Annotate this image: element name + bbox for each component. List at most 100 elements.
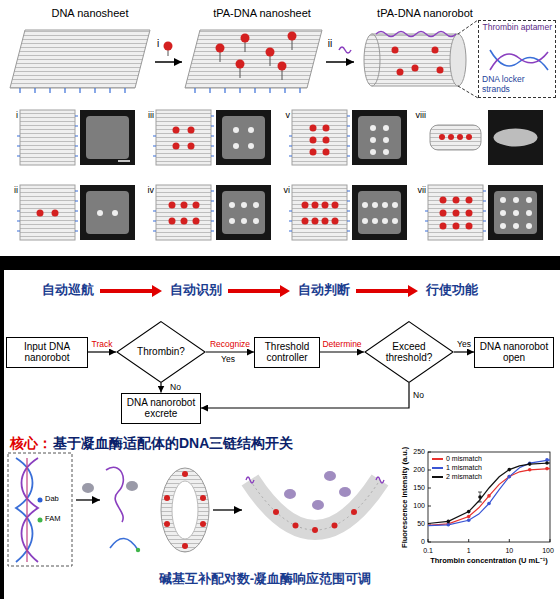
afm-image (372, 218, 378, 224)
core-heading: 基于凝血酶适配体的DNA三链结构开关 (53, 435, 293, 451)
afm-image (526, 210, 532, 216)
dose-response-chart (467, 515, 471, 519)
afm-image (488, 185, 543, 240)
afm-image (383, 149, 389, 155)
afm-image (216, 110, 271, 165)
released-strands (106, 467, 123, 522)
schematic-sheet (169, 202, 176, 209)
schematic-tube (430, 125, 481, 150)
tpa-dna-nanosheet (185, 30, 322, 93)
afm-image (352, 185, 407, 240)
workflow-step: 自动识别 (170, 283, 222, 298)
open-nanorobot (273, 509, 279, 515)
step-arrow (326, 61, 354, 63)
schematic-sheet (188, 143, 195, 150)
afm-image (526, 223, 532, 229)
tick-label: 1 (467, 547, 471, 555)
open-nanorobot (293, 523, 299, 529)
process-text: Input DNA nanorobot (9, 341, 85, 364)
schematic-sheet (302, 218, 309, 225)
dose-response-chart (467, 510, 471, 514)
schematic-sheet (466, 210, 473, 217)
dose-response-chart (428, 452, 550, 542)
closed-nanorobot (182, 543, 188, 549)
afm-image (253, 218, 259, 224)
released-strands (126, 481, 138, 491)
schematic-sheet (188, 127, 195, 134)
triplex-switch (38, 498, 43, 503)
dose-response-chart (545, 458, 549, 462)
schematic-sheet (440, 210, 447, 217)
tpa-dna-nanorobot (397, 69, 404, 76)
dose-response-chart (428, 460, 550, 526)
schematic-sheet (312, 202, 319, 209)
tick-label: 50 (417, 520, 425, 528)
schematic-sheet (322, 218, 329, 225)
dna-nanosheet (10, 30, 150, 88)
afm-image (362, 218, 368, 224)
tick-label: 0.1 (423, 547, 433, 555)
panel-numeral: i (16, 110, 18, 120)
legend-text: 1 mismatch (446, 464, 482, 471)
step-arrow (339, 47, 351, 53)
afm-image (229, 218, 235, 224)
closed-nanorobot (161, 468, 209, 552)
strand-label: DNA locker strands (482, 75, 552, 95)
dose-response-chart (508, 468, 512, 472)
afm-image (370, 137, 376, 143)
tick-label: 250 (413, 448, 425, 456)
process-text: DNA nanorobot excrete (124, 397, 198, 420)
flow-arrow (454, 351, 474, 352)
tpa-dna-nanosheet (195, 88, 300, 93)
released-strands (110, 538, 138, 550)
black-band (0, 256, 560, 270)
dna-nanosheet (20, 88, 125, 93)
schematic-sheet (323, 137, 330, 144)
schematic-sheet (302, 202, 309, 209)
dose-response-chart (528, 462, 532, 466)
dose-response-chart (508, 475, 512, 479)
reaction-arrow (82, 483, 94, 493)
dye-label: FAM (45, 515, 60, 524)
axis-title: Fluorescence intensity (a.u.) (402, 446, 411, 547)
black-band (0, 270, 4, 599)
edge-label: No (413, 391, 424, 401)
schematic-sheet (17, 185, 78, 240)
schematic-sheet (289, 185, 350, 240)
triplex-switch (38, 518, 43, 523)
afm-image (362, 202, 368, 208)
schematic-sheet (440, 223, 447, 230)
afm-image (488, 110, 543, 165)
dose-response-chart (478, 492, 482, 502)
tpa-dna-nanorobot (364, 20, 478, 98)
flow-arrow (88, 351, 116, 352)
afm-image (500, 210, 506, 216)
legend-swatch (432, 467, 443, 469)
locker-helix (490, 50, 548, 70)
process-box: Threshold controller (254, 337, 320, 368)
tpa-dna-nanosheet (278, 62, 287, 71)
panel-numeral: v (286, 110, 291, 120)
process-box: DNA nanorobot open (474, 337, 554, 368)
decision-text: Exceed threshold? (381, 341, 437, 364)
tpa-dna-nanosheet (185, 30, 322, 88)
open-nanorobot (246, 471, 384, 533)
afm-image (526, 197, 532, 203)
reaction-arrow (76, 483, 100, 500)
afm-image (382, 218, 388, 224)
dose-response-chart (508, 475, 512, 479)
schematic-sheet (173, 127, 180, 134)
tpa-dna-nanorobot (458, 20, 478, 98)
dose-response-chart (428, 452, 550, 542)
panel-numeral: viii (416, 110, 427, 120)
closed-nanorobot (182, 471, 188, 477)
dye-label: Dab (45, 495, 59, 504)
schematic-tube (457, 134, 463, 140)
chart-legend: 0 mismatch1 mismatch2 mismatch (432, 455, 482, 481)
afm-image (233, 143, 239, 149)
schematic-sheet (453, 210, 460, 217)
released-strands (106, 467, 140, 552)
tpa-dna-nanorobot (432, 47, 439, 54)
afm-image (216, 185, 271, 240)
schematic-sheet (310, 125, 317, 132)
